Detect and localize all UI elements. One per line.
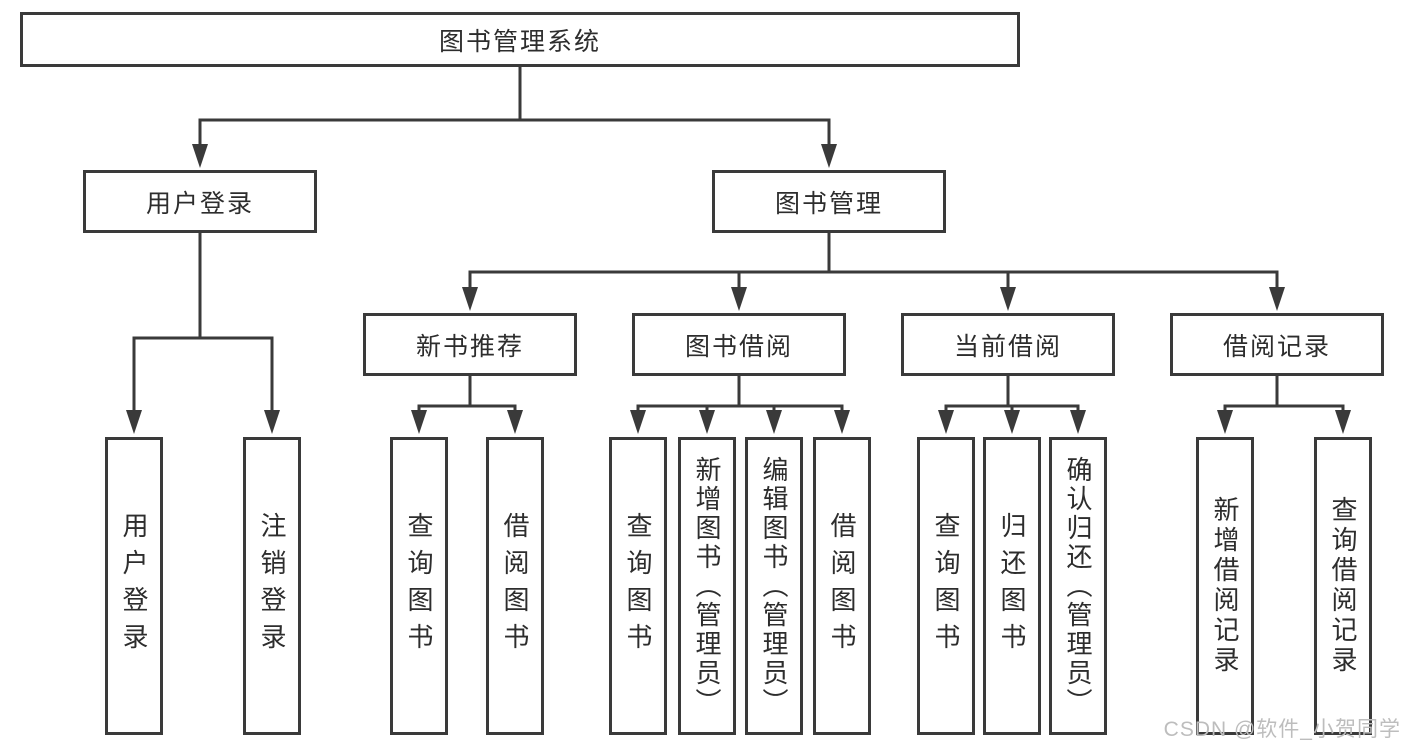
node-leaf-logout: 注销登录	[243, 437, 301, 735]
node-leaf-borrow-book-borrow-label: 借阅图书	[827, 512, 857, 660]
node-leaf-confirm-return-admin-label: 确认归还（管理员）	[1063, 455, 1093, 717]
connector-newbookrec-to-leaves	[411, 375, 523, 434]
node-leaf-add-book-admin: 新增图书（管理员）	[678, 437, 736, 735]
node-book-borrowing-label: 图书借阅	[684, 332, 793, 361]
node-leaf-borrow-book-rec-label: 借阅图书	[500, 512, 530, 660]
node-root: 图书管理系统	[20, 12, 1020, 67]
node-leaf-query-book-current-label: 查询图书	[931, 512, 961, 660]
node-leaf-query-book-borrow-label: 查询图书	[623, 512, 653, 660]
node-leaf-edit-book-admin-label: 编辑图书（管理员）	[759, 455, 789, 717]
node-book-management: 图书管理	[712, 170, 946, 233]
node-leaf-add-borrow-record-label: 新增借阅记录	[1210, 496, 1240, 676]
connector-currentborrow-to-leaves	[938, 375, 1086, 434]
node-leaf-query-book-borrow: 查询图书	[609, 437, 667, 735]
connector-borrowrecords-to-leaves	[1217, 375, 1351, 434]
node-leaf-user-login-label: 用户登录	[119, 512, 149, 660]
node-leaf-add-borrow-record: 新增借阅记录	[1196, 437, 1254, 735]
node-leaf-logout-label: 注销登录	[257, 512, 287, 660]
node-user-login: 用户登录	[83, 170, 317, 233]
node-new-book-recommendation: 新书推荐	[363, 313, 577, 376]
node-leaf-borrow-book-borrow: 借阅图书	[813, 437, 871, 735]
node-leaf-edit-book-admin: 编辑图书（管理员）	[745, 437, 803, 735]
node-current-borrowing-label: 当前借阅	[953, 332, 1062, 361]
connector-bookmgmt-to-level3	[462, 232, 1285, 311]
node-current-borrowing: 当前借阅	[901, 313, 1115, 376]
node-borrowing-records-label: 借阅记录	[1222, 332, 1331, 361]
node-leaf-confirm-return-admin: 确认归还（管理员）	[1049, 437, 1107, 735]
node-borrowing-records: 借阅记录	[1170, 313, 1384, 376]
node-book-management-label: 图书管理	[774, 189, 883, 218]
node-leaf-user-login: 用户登录	[105, 437, 163, 735]
node-book-borrowing: 图书借阅	[632, 313, 846, 376]
node-new-book-recommendation-label: 新书推荐	[415, 332, 524, 361]
node-leaf-query-book-rec-label: 查询图书	[404, 512, 434, 660]
node-leaf-query-borrow-record: 查询借阅记录	[1314, 437, 1372, 735]
node-root-label: 图书管理系统	[438, 27, 601, 56]
connector-root-to-level2	[192, 66, 837, 168]
csdn-watermark: CSDN @软件_小贺同学	[1163, 718, 1401, 741]
node-user-login-label: 用户登录	[145, 189, 254, 218]
node-leaf-query-book-rec: 查询图书	[390, 437, 448, 735]
node-leaf-add-book-admin-label: 新增图书（管理员）	[692, 455, 722, 717]
node-leaf-query-borrow-record-label: 查询借阅记录	[1328, 496, 1358, 676]
node-leaf-return-book-label: 归还图书	[997, 512, 1027, 660]
node-leaf-return-book: 归还图书	[983, 437, 1041, 735]
node-leaf-query-book-current: 查询图书	[917, 437, 975, 735]
node-leaf-borrow-book-rec: 借阅图书	[486, 437, 544, 735]
connector-userlogin-to-leaves	[126, 232, 280, 434]
connector-bookborrow-to-leaves	[630, 375, 850, 434]
